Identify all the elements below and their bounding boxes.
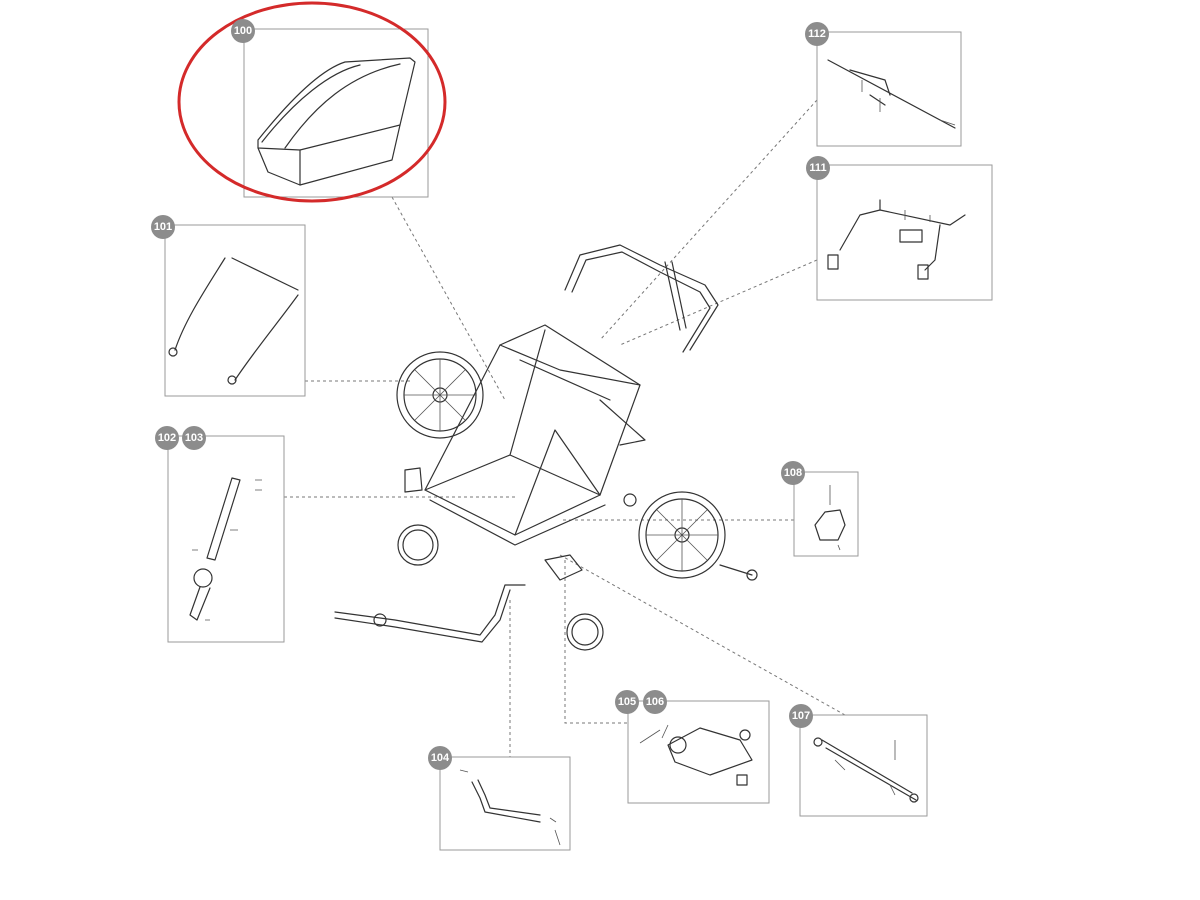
tow-arm-part	[459, 769, 561, 846]
part-box-111[interactable]	[816, 164, 993, 301]
leader-lines	[284, 99, 846, 757]
svg-text:106: 106	[646, 696, 664, 708]
svg-text:100: 100	[234, 25, 252, 37]
badge-111[interactable]: 111	[806, 156, 830, 180]
badge-104[interactable]: 104	[428, 746, 452, 770]
svg-text:101: 101	[154, 221, 172, 233]
part-box-112[interactable]	[816, 31, 962, 147]
part-box-104[interactable]	[439, 756, 571, 851]
badge-105[interactable]: 105	[615, 690, 639, 714]
canopy-cover-part	[257, 57, 416, 186]
part-box-101[interactable]	[164, 224, 306, 397]
axle-part	[813, 737, 919, 803]
part-box-100[interactable]	[243, 28, 429, 198]
highlight-ellipse	[177, 1, 447, 203]
svg-text:107: 107	[792, 710, 810, 722]
badge-107[interactable]: 107	[789, 704, 813, 728]
callout-badges: 100 101 102 103 104 105 106 107 108 111 …	[151, 19, 830, 770]
svg-text:112: 112	[808, 28, 826, 40]
svg-text:102: 102	[158, 432, 176, 444]
svg-text:111: 111	[809, 162, 826, 174]
badge-103[interactable]: 103	[182, 426, 206, 450]
wheel-housing-part	[639, 724, 753, 786]
brake-arm-part	[189, 477, 262, 621]
stroller-frame-assembly	[334, 244, 758, 651]
badge-106[interactable]: 106	[643, 690, 667, 714]
badge-102[interactable]: 102	[155, 426, 179, 450]
part-box-108[interactable]	[793, 471, 859, 557]
part-box-107[interactable]	[799, 714, 928, 817]
badge-101[interactable]: 101	[151, 215, 175, 239]
handlebar-part	[827, 59, 956, 129]
part-box-105-106[interactable]	[627, 700, 770, 804]
badge-108[interactable]: 108	[781, 461, 805, 485]
badge-100[interactable]: 100	[231, 19, 255, 43]
svg-text:104: 104	[431, 752, 450, 764]
clamp-part	[814, 485, 846, 551]
badge-112[interactable]: 112	[805, 22, 829, 46]
svg-text:105: 105	[618, 696, 636, 708]
canopy-bow-part	[168, 257, 299, 385]
part-box-102-103[interactable]	[167, 435, 285, 643]
svg-text:103: 103	[185, 432, 203, 444]
svg-text:108: 108	[784, 467, 802, 479]
bracket-part	[827, 199, 966, 280]
